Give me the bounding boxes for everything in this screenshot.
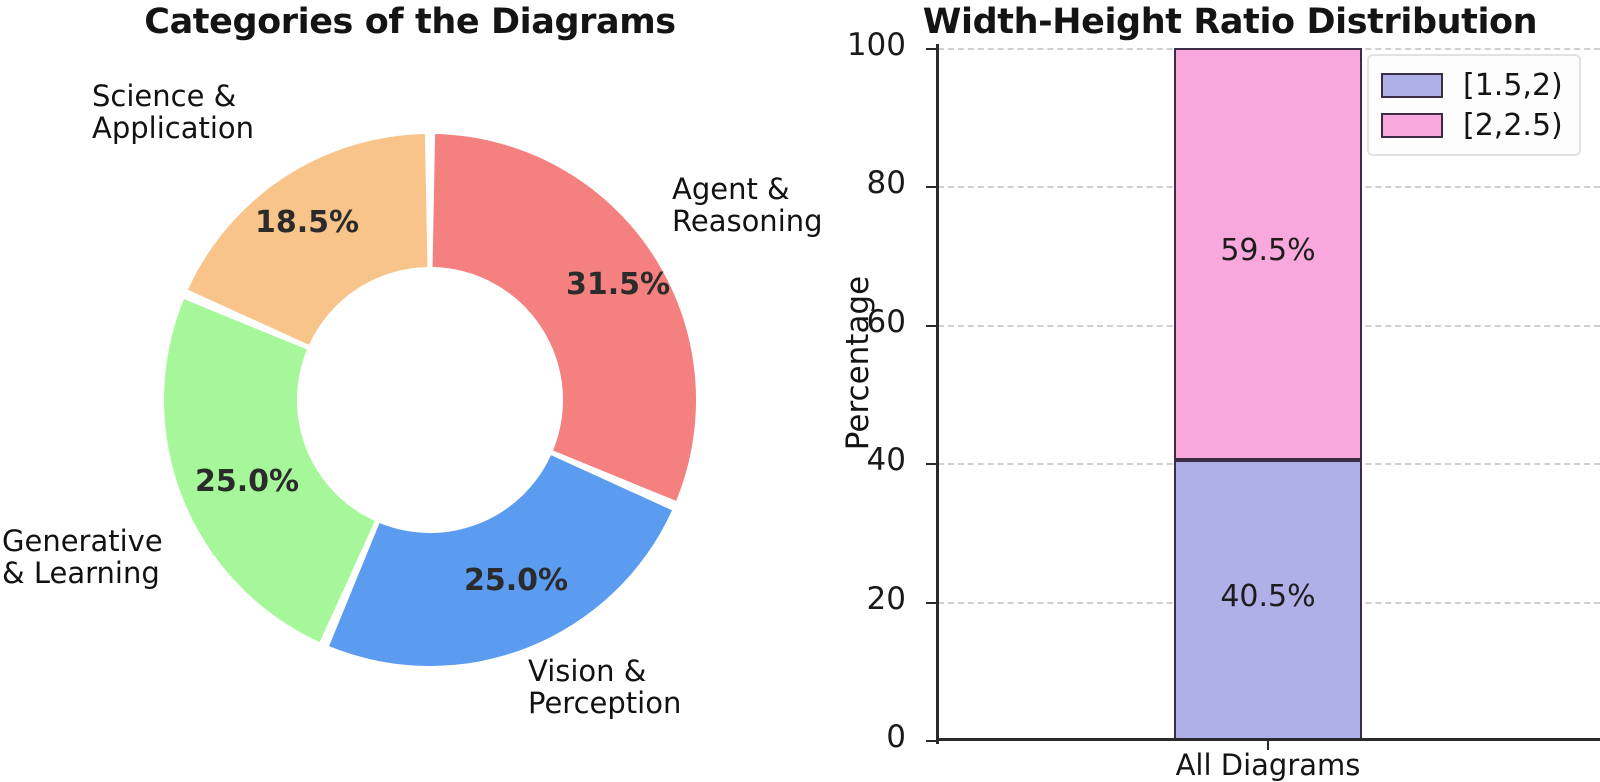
slice-value-agent-reasoning: 31.5% xyxy=(566,267,671,302)
y-tick-label-100: 100 xyxy=(846,27,906,63)
y-tick-mark-40 xyxy=(926,463,936,466)
donut-chart-title: Categories of the Diagrams xyxy=(144,2,676,42)
bar-chart-panel: Width-Height Ratio Distribution 40.5% 59.… xyxy=(820,0,1600,782)
x-axis-line xyxy=(936,738,1600,741)
x-tick-label-all-diagrams: All Diagrams xyxy=(1175,748,1361,782)
donut-chart-panel: Categories of the Diagrams 31.5% 25.0% 2… xyxy=(2,2,823,720)
y-tick-mark-100 xyxy=(926,48,936,50)
slice-value-generative-learning: 25.0% xyxy=(195,464,300,499)
legend-label-2: [2,2.5) xyxy=(1463,107,1563,143)
slice-label-agent-reasoning-line1: Agent & xyxy=(672,172,790,206)
donut-slice-science-application[interactable] xyxy=(187,134,428,345)
y-tick-mark-60 xyxy=(926,324,936,327)
y-tick-mark-0 xyxy=(926,740,936,742)
x-tick-mark xyxy=(1267,741,1269,750)
y-tick-label-40: 40 xyxy=(866,442,906,479)
slice-label-vision-perception-line1: Vision & xyxy=(528,654,647,688)
y-tick-label-80: 80 xyxy=(866,165,906,202)
slice-label-agent-reasoning: Agent & Reasoning xyxy=(672,173,823,238)
donut-slice-generative-learning[interactable] xyxy=(164,299,375,643)
y-axis-line xyxy=(936,44,939,744)
slice-label-generative-learning-line1: Generative xyxy=(2,524,163,558)
bar-chart-legend[interactable]: [1.5,2) [2,2.5) xyxy=(1367,54,1581,156)
slice-label-science-application-line2: Application xyxy=(92,111,255,146)
bar-value-label-2-2.5: 59.5% xyxy=(1220,232,1316,268)
slice-value-vision-perception: 25.0% xyxy=(464,563,569,598)
legend-swatch-icon-2 xyxy=(1381,112,1443,138)
slice-label-science-application: Science & Application xyxy=(92,80,254,145)
y-tick-label-0: 0 xyxy=(886,719,906,755)
bar-value-label-1.5-2: 40.5% xyxy=(1220,578,1316,614)
slice-value-science-application: 18.5% xyxy=(255,205,360,240)
legend-label-1: [1.5,2) xyxy=(1463,67,1563,103)
slice-label-generative-learning-line2: & Learning xyxy=(2,556,160,591)
bar-segment-2-2.5[interactable] xyxy=(1174,48,1362,460)
bar-chart-title: Width-Height Ratio Distribution xyxy=(922,2,1538,42)
y-axis-label: Percentage xyxy=(840,275,876,451)
y-tick-mark-80 xyxy=(926,186,936,189)
y-tick-mark-20 xyxy=(926,601,936,604)
donut-plot-area: 31.5% 25.0% 25.0% 18.5% Agent & Reasonin… xyxy=(2,80,823,720)
legend-item-1[interactable]: [1.5,2) xyxy=(1381,65,1569,105)
donut-svg xyxy=(164,134,696,667)
y-tick-label-20: 20 xyxy=(866,580,906,617)
slice-label-vision-perception-line2: Perception xyxy=(528,686,682,721)
y-tick-label-60: 60 xyxy=(866,303,906,340)
donut-slice-agent-reasoning[interactable] xyxy=(432,134,696,501)
donut-slice-vision-perception[interactable] xyxy=(329,455,673,667)
slice-label-agent-reasoning-line2: Reasoning xyxy=(672,204,823,239)
slice-label-vision-perception: Vision & Perception xyxy=(528,655,681,720)
donut-slice-group xyxy=(164,134,696,667)
slice-label-generative-learning: Generative & Learning xyxy=(2,525,163,590)
bar-plot-area: 40.5% 59.5% xyxy=(938,48,1600,740)
legend-swatch-icon-1 xyxy=(1381,72,1443,98)
bar-stack-all-diagrams[interactable]: 40.5% 59.5% xyxy=(1174,48,1362,740)
bar-segment-1.5-2[interactable] xyxy=(1174,459,1362,740)
legend-item-2[interactable]: [2,2.5) xyxy=(1381,105,1569,145)
slice-label-science-application-line1: Science & xyxy=(92,79,237,113)
